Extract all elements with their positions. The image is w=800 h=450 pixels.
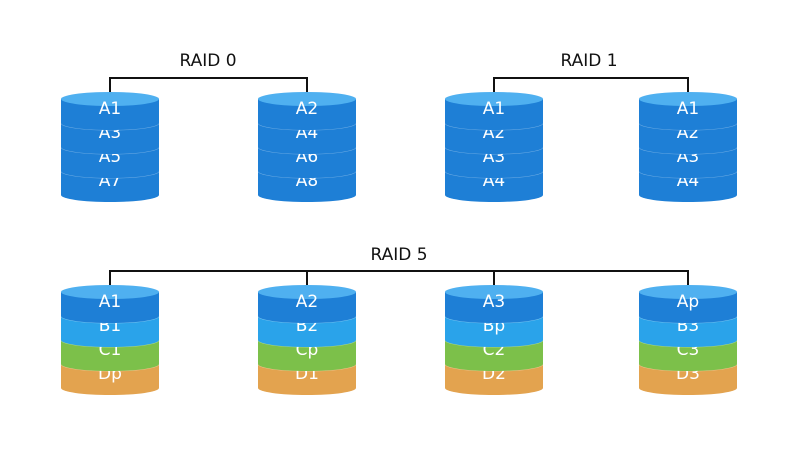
segment-body [258, 123, 356, 154]
disk-segment: Ap [639, 285, 737, 323]
segment-body [61, 147, 159, 178]
segment-body [61, 340, 159, 371]
segment-body [258, 99, 356, 130]
segment-body [639, 123, 737, 154]
disk-segment: A1 [445, 92, 543, 130]
segment-body [445, 292, 543, 323]
segment-body [258, 364, 356, 395]
disk-segment: A1 [61, 92, 159, 130]
raid5-connector [109, 270, 689, 292]
segment-body [445, 147, 543, 178]
segment-label: A2 [296, 99, 318, 119]
segment-body [445, 316, 543, 347]
segment-body [445, 364, 543, 395]
segment-label: A2 [296, 292, 318, 312]
segment-label: A1 [483, 99, 505, 119]
segment-label: A1 [99, 292, 121, 312]
segment-label: A1 [677, 99, 699, 119]
segment-body [258, 171, 356, 202]
raid1-connector [493, 77, 689, 99]
segment-body [639, 99, 737, 130]
segment-body [258, 316, 356, 347]
segment-body [61, 316, 159, 347]
segment-body [639, 340, 737, 371]
disk-top [258, 92, 356, 106]
segment-body [445, 99, 543, 130]
raid1-title: RAID 1 [560, 51, 617, 71]
disk-top [639, 92, 737, 106]
disk-top [258, 285, 356, 299]
segment-body [258, 340, 356, 371]
segment-body [61, 364, 159, 395]
disk-segment: A2 [258, 285, 356, 323]
segment-body [61, 292, 159, 323]
disk-top [61, 285, 159, 299]
segment-body [258, 147, 356, 178]
segment-body [61, 123, 159, 154]
segment-body [445, 171, 543, 202]
segment-label: A3 [483, 292, 505, 312]
segment-body [445, 340, 543, 371]
raid5-title: RAID 5 [370, 245, 427, 265]
raid0-title: RAID 0 [179, 51, 236, 71]
segment-body [639, 171, 737, 202]
segment-body [639, 147, 737, 178]
disk-segment: A3 [445, 285, 543, 323]
disk-segment: A1 [639, 92, 737, 130]
segment-body [258, 292, 356, 323]
disk-top [445, 285, 543, 299]
segment-body [639, 364, 737, 395]
segment-body [61, 171, 159, 202]
disk-segment: A2 [258, 92, 356, 130]
disk-segment: A1 [61, 285, 159, 323]
disk-top [445, 92, 543, 106]
segment-body [445, 123, 543, 154]
segment-label: Ap [677, 292, 699, 312]
segment-body [639, 316, 737, 347]
segment-label: A1 [99, 99, 121, 119]
segment-body [61, 99, 159, 130]
raid0-connector [109, 77, 308, 99]
disk-top [639, 285, 737, 299]
segment-body [639, 292, 737, 323]
disk-top [61, 92, 159, 106]
